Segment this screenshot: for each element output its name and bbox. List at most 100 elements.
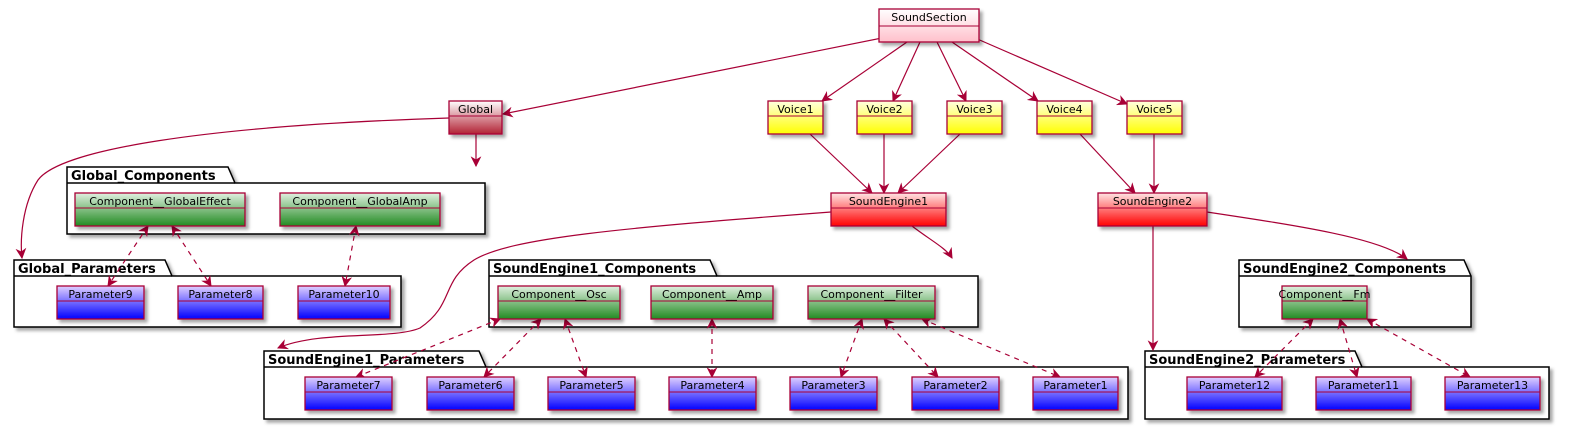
package-label: Global_Components <box>71 169 216 184</box>
node-box <box>448 100 503 135</box>
node-box <box>1126 100 1183 135</box>
node-box <box>1281 285 1368 320</box>
edge-soundsection-to-voice3 <box>936 41 967 102</box>
edge-globaleffect-to-p8 <box>171 225 212 287</box>
node-voice4[interactable]: Voice4 <box>1036 100 1093 135</box>
node-label: Parameter1 <box>1043 379 1107 392</box>
edge-soundsection-to-voice4 <box>951 41 1039 102</box>
edge-soundengine1-to-se1_components <box>911 225 953 259</box>
node-box <box>1186 376 1283 411</box>
node-label: Parameter10 <box>308 288 379 301</box>
edge-filter-to-p1 <box>921 317 1061 379</box>
node-parameter2[interactable]: Parameter2 <box>911 376 1000 411</box>
package-label: Global_Parameters <box>18 262 156 277</box>
node-parameter12[interactable]: Parameter12 <box>1186 376 1283 411</box>
node-box <box>547 376 636 411</box>
node-box <box>426 376 515 411</box>
edge-fm-to-p12 <box>1254 318 1314 378</box>
node-label: Parameter7 <box>316 379 380 392</box>
node-label: Component__GlobalEffect <box>89 195 231 208</box>
node-label: Voice5 <box>1136 103 1172 116</box>
node-box <box>1032 376 1119 411</box>
edge-soundsection-to-voice5 <box>974 37 1128 106</box>
node-component-globaleffect[interactable]: Component__GlobalEffect <box>74 192 246 227</box>
edge-soundsection-to-voice2 <box>892 41 921 102</box>
node-voice3[interactable]: Voice3 <box>946 100 1003 135</box>
edges-layer <box>15 34 1471 379</box>
node-label: Voice3 <box>956 103 992 116</box>
node-component-fm[interactable]: Component__Fm <box>1279 285 1371 320</box>
node-voice2[interactable]: Voice2 <box>856 100 913 135</box>
node-box <box>279 192 441 227</box>
package-label: SoundEngine1_Components <box>493 262 696 277</box>
edge-filter-to-p2 <box>883 318 939 378</box>
node-label: SoundSection <box>891 11 967 24</box>
node-box <box>74 192 246 227</box>
node-soundengine1[interactable]: SoundEngine1 <box>830 192 947 227</box>
edge-filter-to-p3 <box>839 317 864 379</box>
node-parameter7[interactable]: Parameter7 <box>304 376 393 411</box>
edge-globaleffect-to-p9 <box>107 225 149 287</box>
node-label: Parameter12 <box>1199 379 1270 392</box>
node-label: Component__Osc <box>511 288 606 301</box>
edge-voice3-to-soundengine1 <box>897 133 961 194</box>
node-label: Voice4 <box>1046 103 1082 116</box>
node-voice5[interactable]: Voice5 <box>1126 100 1183 135</box>
node-parameter3[interactable]: Parameter3 <box>789 376 878 411</box>
node-global[interactable]: Global <box>448 100 503 135</box>
node-box <box>497 285 621 320</box>
node-label: Parameter8 <box>188 288 252 301</box>
node-label: Parameter9 <box>68 288 132 301</box>
package-label: SoundEngine2_Parameters <box>1149 353 1346 368</box>
node-parameter13[interactable]: Parameter13 <box>1444 376 1541 411</box>
edge-osc-to-p6 <box>483 318 542 378</box>
node-parameter4[interactable]: Parameter4 <box>668 376 757 411</box>
node-parameter1[interactable]: Parameter1 <box>1032 376 1119 411</box>
node-parameter11[interactable]: Parameter11 <box>1315 376 1412 411</box>
node-box <box>56 285 145 320</box>
node-label: Component__Amp <box>662 288 762 301</box>
edge-global-to-global_parameters <box>15 117 450 260</box>
edge-osc-to-p5 <box>563 317 588 379</box>
node-box <box>1315 376 1412 411</box>
node-box <box>856 100 913 135</box>
node-voice1[interactable]: Voice1 <box>767 100 824 135</box>
node-soundengine2[interactable]: SoundEngine2 <box>1097 192 1208 227</box>
node-box <box>304 376 393 411</box>
node-box <box>807 285 936 320</box>
node-box <box>911 376 1000 411</box>
node-label: Parameter6 <box>438 379 502 392</box>
node-box <box>767 100 824 135</box>
node-label: Voice1 <box>777 103 813 116</box>
node-parameter9[interactable]: Parameter9 <box>56 285 145 320</box>
node-label: Parameter11 <box>1328 379 1399 392</box>
node-box <box>789 376 878 411</box>
node-parameter10[interactable]: Parameter10 <box>297 285 391 320</box>
node-label: SoundEngine1 <box>849 195 928 208</box>
node-box <box>668 376 757 411</box>
edge-fm-to-p11 <box>1337 317 1360 379</box>
node-component-osc[interactable]: Component__Osc <box>497 285 621 320</box>
node-component-amp[interactable]: Component__Amp <box>650 285 774 320</box>
node-component-filter[interactable]: Component__Filter <box>807 285 936 320</box>
node-box <box>1097 192 1208 227</box>
node-parameter8[interactable]: Parameter8 <box>177 285 264 320</box>
node-soundsection[interactable]: SoundSection <box>878 8 980 43</box>
node-label: Parameter4 <box>680 379 744 392</box>
node-label: Parameter2 <box>923 379 987 392</box>
node-box <box>650 285 774 320</box>
node-parameter5[interactable]: Parameter5 <box>547 376 636 411</box>
node-box <box>1036 100 1093 135</box>
node-label: Global <box>458 103 493 116</box>
node-parameter6[interactable]: Parameter6 <box>426 376 515 411</box>
node-label: SoundEngine2 <box>1113 195 1192 208</box>
node-label: Component__Fm <box>1279 288 1371 301</box>
node-box <box>830 192 947 227</box>
edge-voice4-to-soundengine2 <box>1079 133 1136 194</box>
node-label: Component__GlobalAmp <box>292 195 427 208</box>
node-component-globalamp[interactable]: Component__GlobalAmp <box>279 192 441 227</box>
node-box <box>1444 376 1541 411</box>
package-label: SoundEngine2_Components <box>1243 262 1446 277</box>
